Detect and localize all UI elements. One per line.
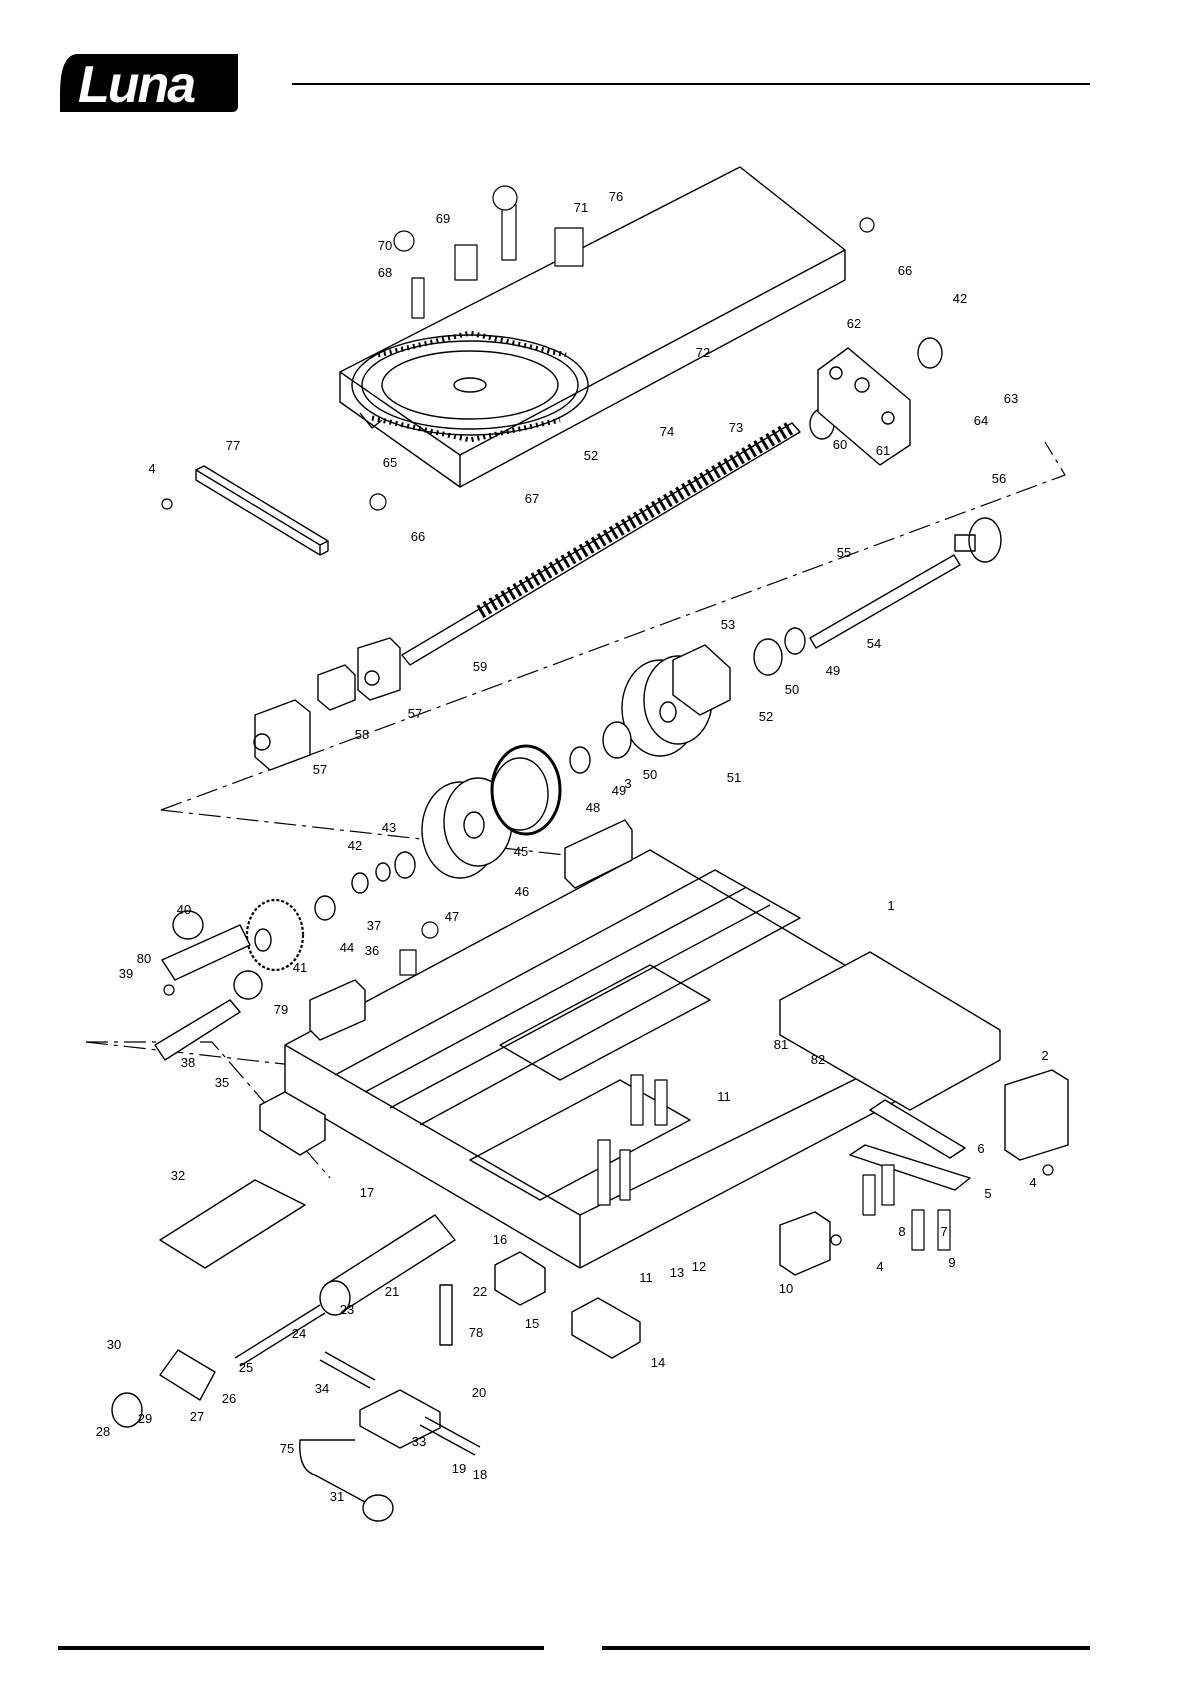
part-number-label: 30 <box>107 1337 121 1352</box>
nut-block <box>254 638 400 770</box>
part-number-label: 78 <box>469 1325 483 1340</box>
part-number-label: 53 <box>721 617 735 632</box>
part-number-label: 9 <box>948 1255 955 1270</box>
part-number-label: 55 <box>837 545 851 560</box>
part-number-label: 49 <box>826 663 840 678</box>
part-number-label: 24 <box>292 1326 306 1341</box>
part-number-label: 35 <box>215 1075 229 1090</box>
part-number-label: 40 <box>177 902 191 917</box>
part-number-label: 58 <box>355 727 369 742</box>
part-number-label: 67 <box>525 491 539 506</box>
part-number-label: 13 <box>670 1265 684 1280</box>
part-number-label: 26 <box>222 1391 236 1406</box>
part-number-label: 42 <box>953 291 967 306</box>
part-number-label: 75 <box>280 1441 294 1456</box>
part-number-label: 1 <box>887 898 894 913</box>
drive-shaft <box>810 518 1001 648</box>
part-number-label: 11 <box>639 1270 653 1285</box>
part-number-label: 4 <box>1029 1175 1036 1190</box>
valve-block <box>300 1352 480 1521</box>
part-number-label: 33 <box>412 1434 426 1449</box>
part-number-label: 62 <box>847 316 861 331</box>
part-number-label: 57 <box>408 706 422 721</box>
part-number-label: 19 <box>452 1461 466 1476</box>
part-number-label: 11 <box>717 1089 731 1104</box>
part-number-label: 3 <box>624 776 631 791</box>
part-number-label: 38 <box>181 1055 195 1070</box>
part-number-label: 44 <box>340 940 354 955</box>
part-number-label: 76 <box>609 189 623 204</box>
part-number-label: 48 <box>586 800 600 815</box>
part-number-label: 28 <box>96 1424 110 1439</box>
part-number-label: 63 <box>1004 391 1018 406</box>
part-number-label: 50 <box>643 767 657 782</box>
part-number-label: 17 <box>360 1185 374 1200</box>
part-number-label: 47 <box>445 909 459 924</box>
part-number-label: 71 <box>574 200 588 215</box>
part-number-label: 7 <box>940 1224 947 1239</box>
feed-cylinder <box>235 1215 455 1366</box>
part-number-label: 66 <box>411 529 425 544</box>
part-number-label: 18 <box>473 1467 487 1482</box>
part-number-label: 36 <box>365 943 379 958</box>
part-number-label: 23 <box>340 1302 354 1317</box>
part-number-label: 15 <box>525 1316 539 1331</box>
part-number-label: 5 <box>984 1186 991 1201</box>
part-number-label: 50 <box>785 682 799 697</box>
part-number-label: 8 <box>898 1224 905 1239</box>
part-number-label: 12 <box>692 1259 706 1274</box>
part-number-label: 21 <box>385 1284 399 1299</box>
part-number-label: 52 <box>759 709 773 724</box>
part-number-label: 22 <box>473 1284 487 1299</box>
part-number-label: 73 <box>729 420 743 435</box>
part-number-label: 14 <box>651 1355 665 1370</box>
part-number-label: 34 <box>315 1381 329 1396</box>
part-number-label: 37 <box>367 918 381 933</box>
part-number-label: 2 <box>1041 1048 1048 1063</box>
part-number-label: 46 <box>515 884 529 899</box>
footer-rule-right <box>602 1646 1090 1650</box>
part-number-label: 59 <box>473 659 487 674</box>
part-number-label: 29 <box>138 1411 152 1426</box>
part-number-label: 39 <box>119 966 133 981</box>
part-number-label: 60 <box>833 437 847 452</box>
part-number-label: 72 <box>696 345 710 360</box>
part-number-label: 27 <box>190 1409 204 1424</box>
part-number-label: 4 <box>148 461 155 476</box>
part-number-label: 41 <box>293 960 307 975</box>
part-number-label: 56 <box>992 471 1006 486</box>
part-number-label: 70 <box>378 238 392 253</box>
part-number-label: 80 <box>137 951 151 966</box>
part-number-label: 43 <box>382 820 396 835</box>
part-number-label: 77 <box>226 438 240 453</box>
part-number-label: 4 <box>876 1259 883 1274</box>
part-number-label: 79 <box>274 1002 288 1017</box>
part-number-label: 66 <box>898 263 912 278</box>
part-number-label: 57 <box>313 762 327 777</box>
part-number-label: 65 <box>383 455 397 470</box>
part-number-label: 82 <box>811 1052 825 1067</box>
part-number-label: 20 <box>472 1385 486 1400</box>
part-number-label: 64 <box>974 413 988 428</box>
part-number-label: 16 <box>493 1232 507 1247</box>
part-number-label: 69 <box>436 211 450 226</box>
lead-screw <box>402 423 800 665</box>
part-number-label: 68 <box>378 265 392 280</box>
part-number-label: 74 <box>660 424 674 439</box>
part-number-label: 45 <box>514 844 528 859</box>
part-number-label: 32 <box>171 1168 185 1183</box>
part-number-label: 52 <box>584 448 598 463</box>
part-number-label: 81 <box>774 1037 788 1052</box>
part-number-label: 54 <box>867 636 881 651</box>
part-number-label: 6 <box>977 1141 984 1156</box>
part-number-label: 42 <box>348 838 362 853</box>
footer-rule-left <box>58 1646 544 1650</box>
part-number-label: 10 <box>779 1281 793 1296</box>
tie-bar <box>196 466 328 555</box>
part-number-label: 51 <box>727 770 741 785</box>
part-number-label: 31 <box>330 1489 344 1504</box>
part-number-label: 25 <box>239 1360 253 1375</box>
part-number-label: 61 <box>876 443 890 458</box>
